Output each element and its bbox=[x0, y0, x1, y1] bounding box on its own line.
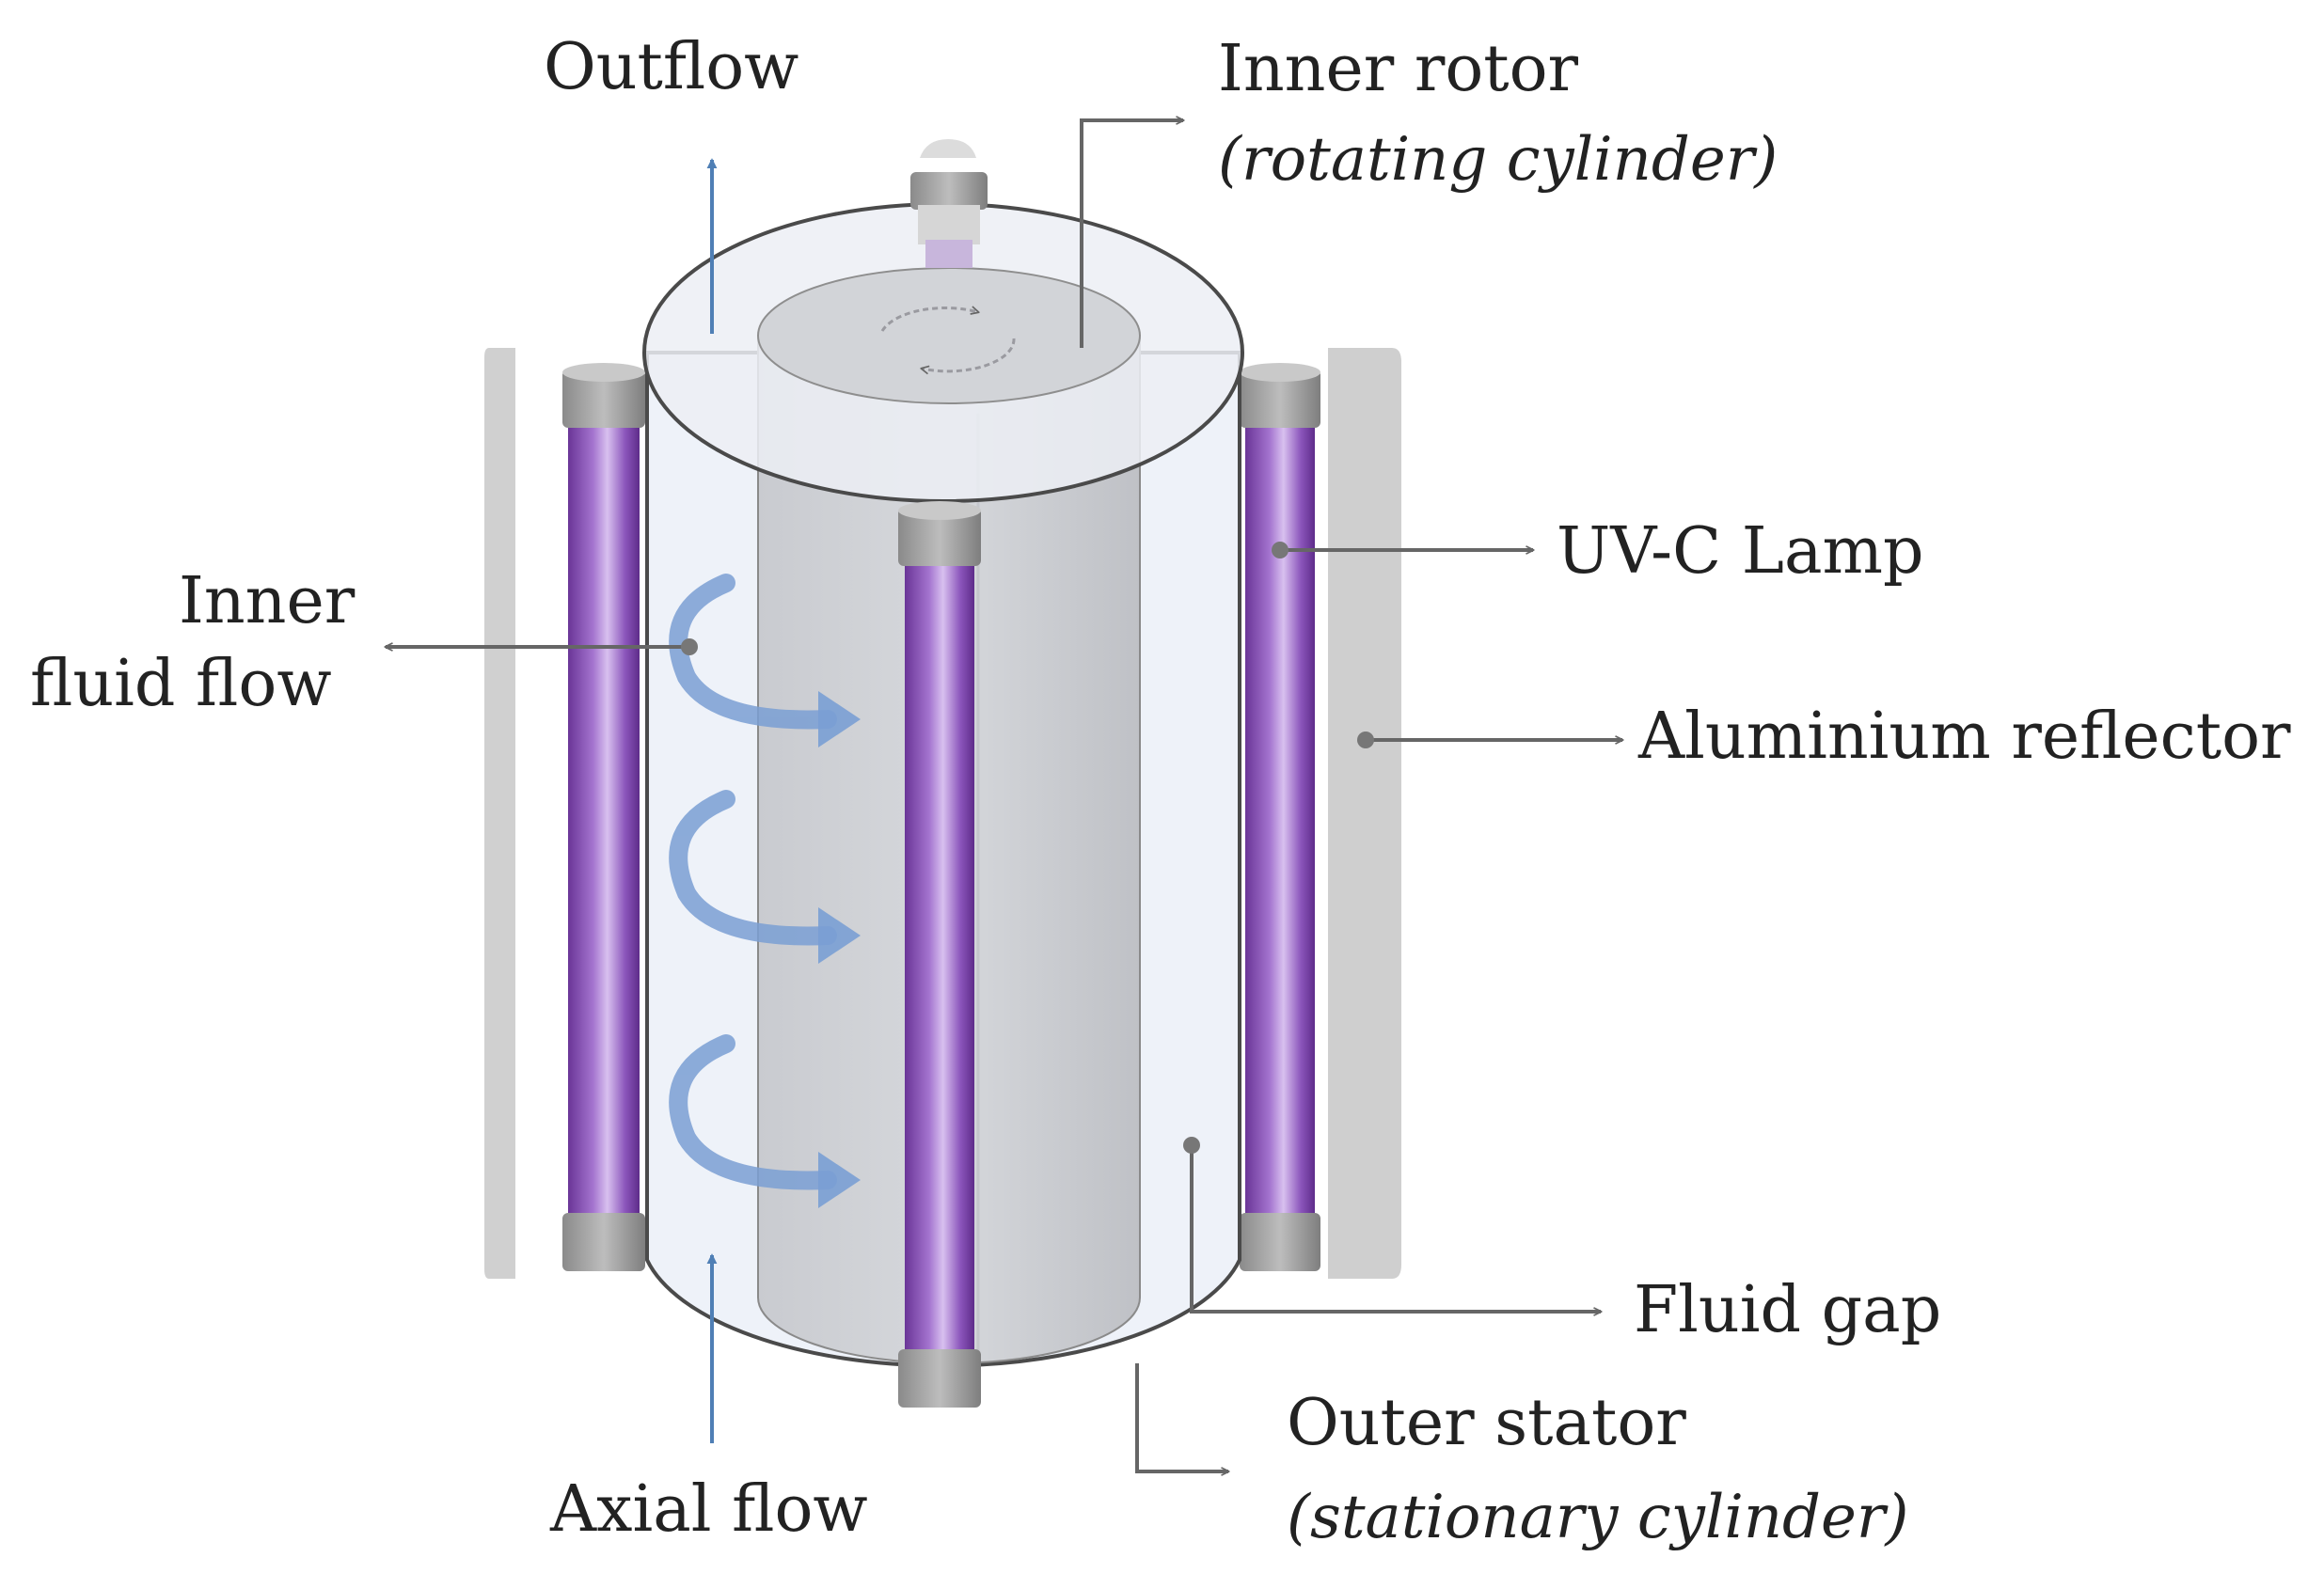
leader-lines bbox=[386, 120, 1622, 1471]
label-outer-stator: Outer stator bbox=[1287, 1386, 1686, 1460]
lamp-front bbox=[898, 501, 981, 1408]
rotation-icon bbox=[880, 308, 1016, 371]
label-aluminium-reflector: Aluminium reflector bbox=[1638, 700, 2291, 774]
leader-dots bbox=[681, 542, 1374, 1154]
label-inner-rotor: Inner rotor bbox=[1218, 32, 1579, 106]
label-inner-rotor-sub: (rotating cylinder) bbox=[1218, 125, 1779, 195]
inner-fluid-flow-arrows bbox=[669, 574, 837, 1190]
label-fluid-gap: Fluid gap bbox=[1634, 1273, 1942, 1347]
right-reflector bbox=[1328, 348, 1401, 1279]
left-reflector bbox=[484, 348, 515, 1279]
label-axial-flow: Axial flow bbox=[550, 1472, 868, 1547]
inner-fluid-flow-arrowheads bbox=[818, 691, 861, 1208]
rotor-shaft bbox=[910, 139, 988, 268]
label-inner-fluid-flow-1: Inner bbox=[179, 564, 356, 638]
lamp-left bbox=[562, 363, 645, 1271]
label-uvc-lamp: UV-C Lamp bbox=[1557, 514, 1924, 589]
label-inner-fluid-flow-2: fluid flow bbox=[30, 647, 332, 721]
lamp-right bbox=[1240, 363, 1320, 1271]
label-outflow: Outflow bbox=[544, 30, 799, 104]
label-outer-stator-sub: (stationary cylinder) bbox=[1287, 1483, 1909, 1552]
